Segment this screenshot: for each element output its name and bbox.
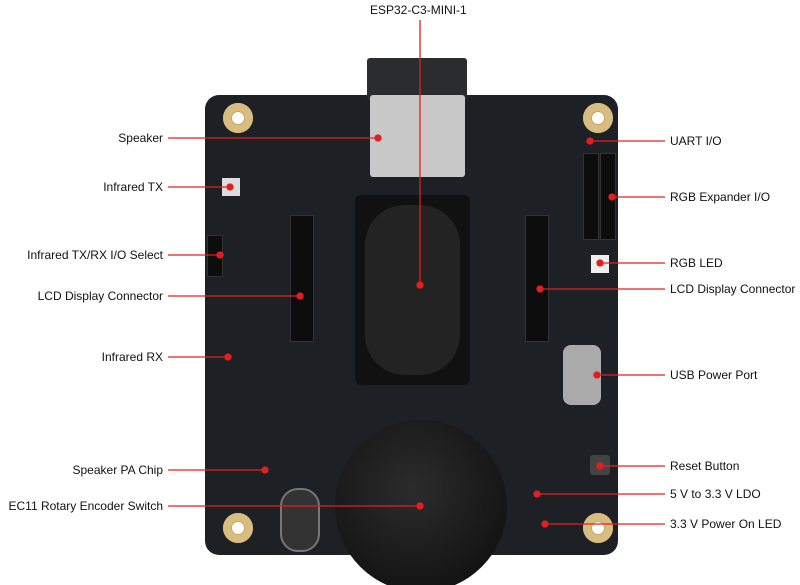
callout-dot bbox=[374, 134, 382, 142]
callout-dot bbox=[416, 281, 424, 289]
callout-dot bbox=[224, 353, 232, 361]
mounting-hole bbox=[583, 513, 613, 543]
esp32-module bbox=[370, 95, 465, 177]
module-antenna bbox=[367, 58, 467, 100]
label-encoder: EC11 Rotary Encoder Switch bbox=[8, 499, 163, 513]
callout-dot bbox=[596, 259, 604, 267]
label-lcd-left: LCD Display Connector bbox=[37, 289, 163, 303]
mounting-hole bbox=[583, 103, 613, 133]
label-lcd-right: LCD Display Connector bbox=[670, 282, 796, 296]
callout-dot bbox=[596, 462, 604, 470]
callout-dot bbox=[593, 371, 601, 379]
callout-dot bbox=[536, 285, 544, 293]
speaker-mesh bbox=[365, 205, 460, 375]
callout-dot bbox=[261, 466, 269, 474]
label-io-select: Infrared TX/RX I/O Select bbox=[27, 248, 163, 262]
label-rgb-led: RGB LED bbox=[670, 256, 723, 270]
callout-dot bbox=[608, 193, 616, 201]
capacitor bbox=[280, 488, 320, 552]
module-label: ESP32-C3-MINI-1 bbox=[370, 3, 467, 17]
label-speaker: Speaker bbox=[118, 131, 163, 145]
callout-dot bbox=[541, 520, 549, 528]
label-power-led: 3.3 V Power On LED bbox=[670, 517, 782, 531]
mounting-hole bbox=[223, 103, 253, 133]
mounting-hole bbox=[223, 513, 253, 543]
label-pa-chip: Speaker PA Chip bbox=[72, 463, 164, 477]
callout-dot bbox=[296, 292, 304, 300]
label-rgb-expander: RGB Expander I/O bbox=[670, 190, 771, 204]
lcd-header-left bbox=[290, 215, 314, 342]
callout-dot bbox=[216, 251, 224, 259]
label-reset: Reset Button bbox=[670, 459, 740, 473]
lcd-header-right bbox=[525, 215, 549, 342]
callout-dot bbox=[586, 137, 594, 145]
callout-dot bbox=[533, 490, 541, 498]
label-ldo: 5 V to 3.3 V LDO bbox=[670, 487, 761, 501]
label-infrared-rx: Infrared RX bbox=[101, 350, 163, 364]
callout-dot bbox=[416, 502, 424, 510]
label-infrared-tx: Infrared TX bbox=[103, 180, 163, 194]
callout-dot bbox=[226, 183, 234, 191]
label-usb: USB Power Port bbox=[670, 368, 758, 382]
label-uart: UART I/O bbox=[670, 134, 722, 148]
uart-header bbox=[583, 153, 599, 240]
